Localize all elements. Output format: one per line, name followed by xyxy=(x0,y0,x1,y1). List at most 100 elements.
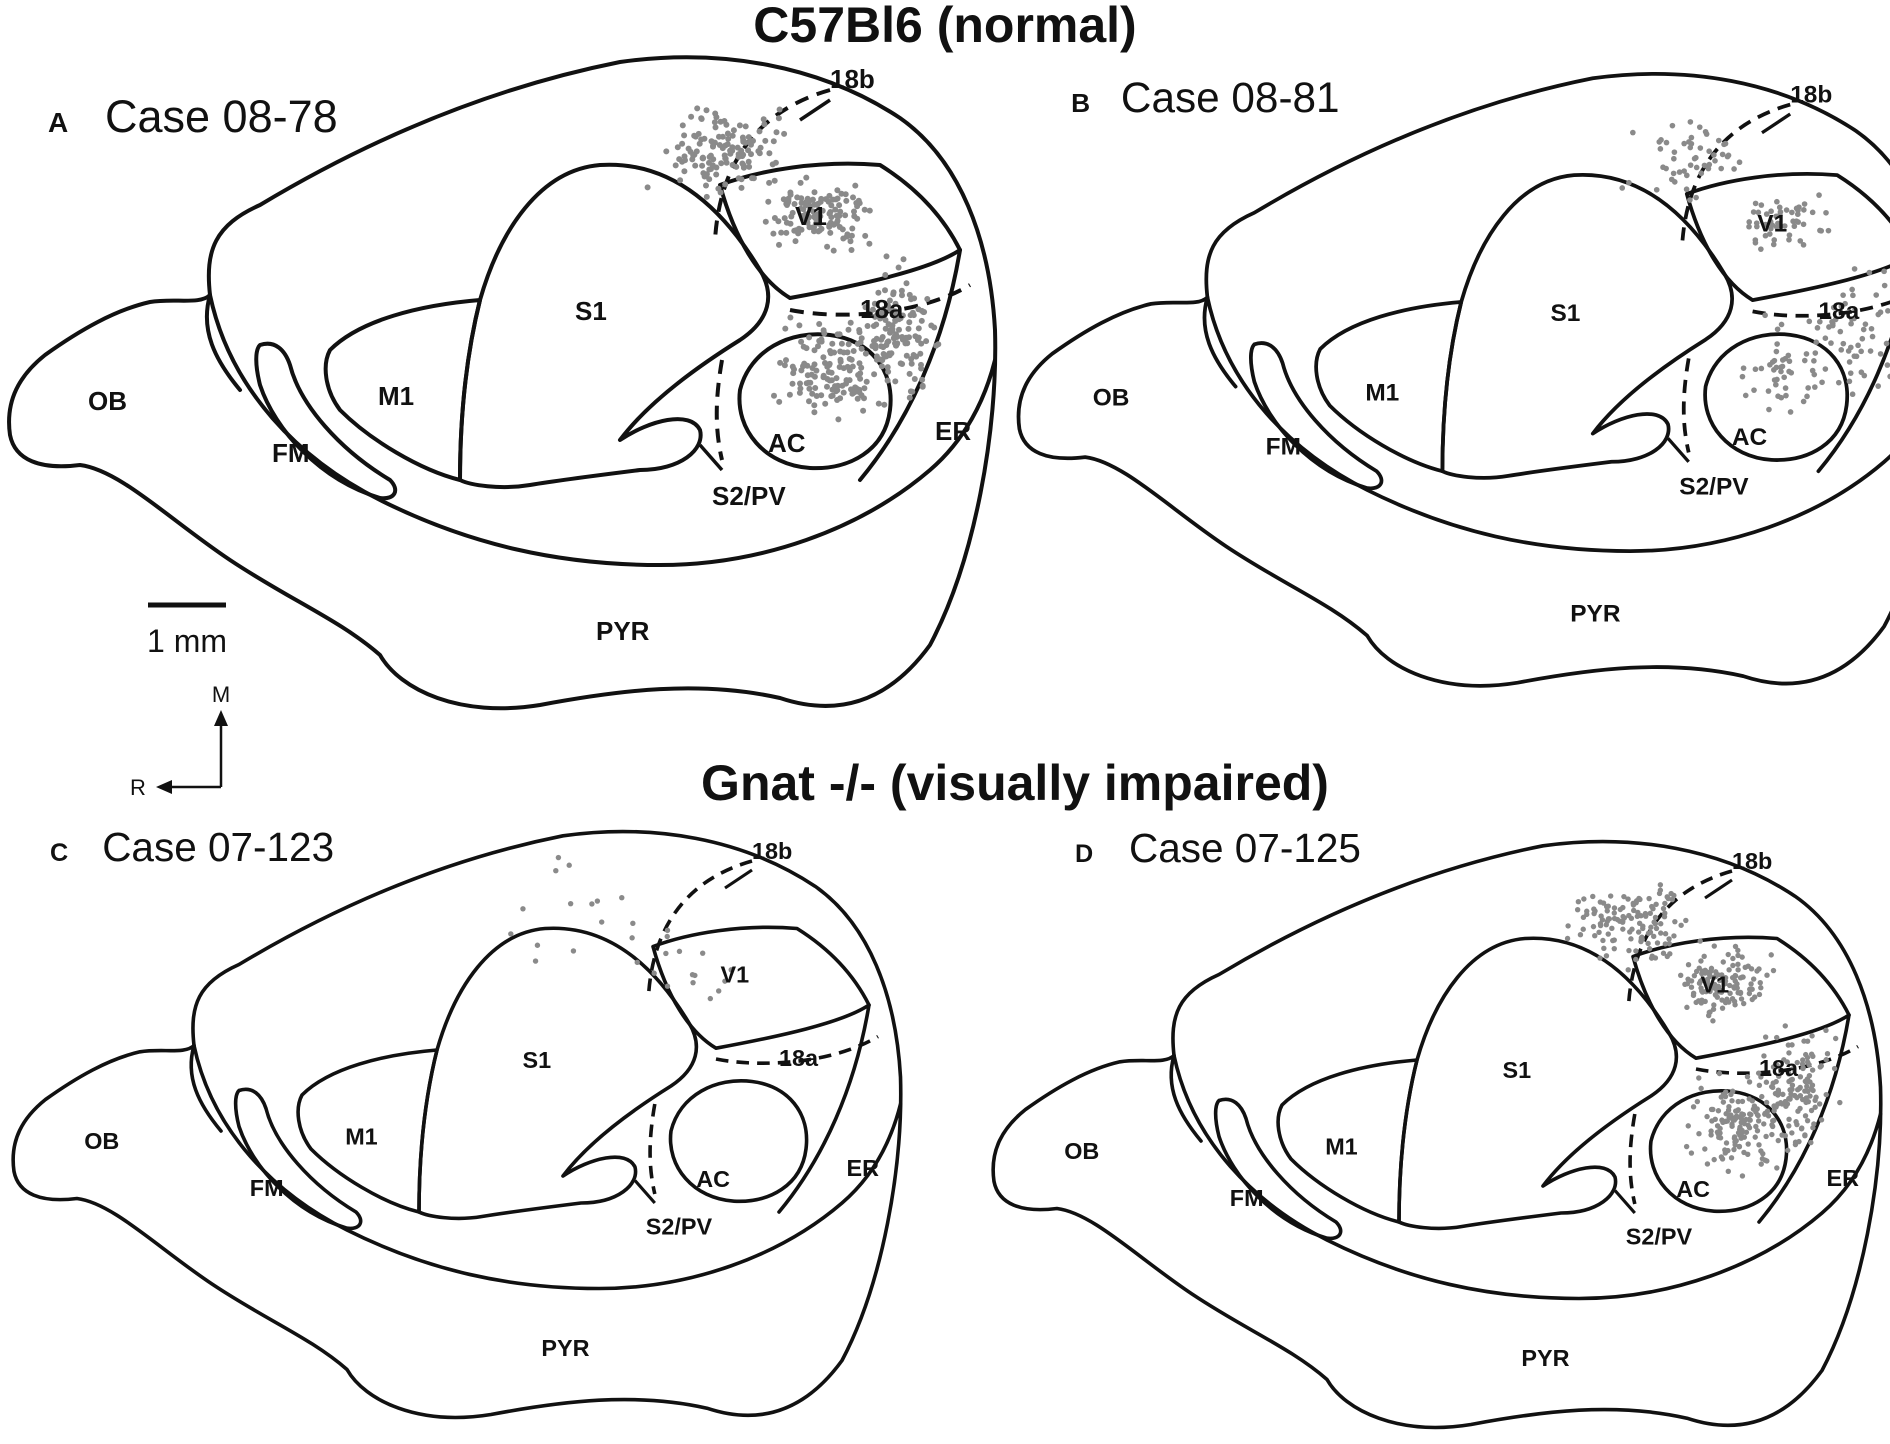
labeled-cell-dot xyxy=(1755,1118,1762,1124)
labeled-cell-dot xyxy=(1789,209,1795,216)
labeled-cell-dot xyxy=(1652,914,1659,921)
labeled-cell-dot xyxy=(854,395,861,402)
labeled-cell-dot xyxy=(630,920,636,926)
labeled-cell-dot xyxy=(811,347,818,354)
labeled-cell-dot xyxy=(706,154,713,160)
labeled-cell-dot xyxy=(762,137,769,144)
labeled-cell-dot xyxy=(866,207,873,214)
labeled-cell-dot xyxy=(696,140,703,147)
labeled-cell-dot xyxy=(1620,904,1626,911)
labeled-cell-dot xyxy=(1698,1085,1704,1092)
dashed-18a-boundary xyxy=(1695,1044,1859,1075)
labeled-cell-dot xyxy=(773,129,780,136)
er-boundary xyxy=(1816,336,1890,474)
labeled-cell-dot xyxy=(1771,357,1778,364)
labeled-cell-dot xyxy=(797,205,804,212)
labeled-cell-dot xyxy=(1691,972,1698,979)
labeled-cell-dot xyxy=(1565,923,1571,929)
labeled-cell-dot xyxy=(688,113,695,120)
orientation-compass: M R xyxy=(130,682,230,800)
labeled-cell-dot xyxy=(826,222,833,228)
labeled-cell-dot xyxy=(907,388,914,395)
labeled-cell-dot xyxy=(746,163,753,170)
labeled-cell-dot xyxy=(589,901,595,907)
fm-area xyxy=(1213,1097,1343,1241)
labeled-cell-dot xyxy=(1696,1131,1702,1137)
labeled-cell-dot xyxy=(1741,1000,1747,1007)
labeled-cell-dot xyxy=(1596,929,1602,935)
labeled-cell-dot xyxy=(1724,153,1731,160)
labeled-cell-dot xyxy=(789,363,796,370)
labeled-cell-dot xyxy=(1765,388,1772,394)
labeled-cell-dot xyxy=(807,379,814,386)
labeled-cell-dot xyxy=(1621,893,1627,900)
labeled-cell-dot xyxy=(1750,976,1757,982)
labeled-cell-dot xyxy=(1791,223,1798,230)
labeled-cell-dot xyxy=(1706,972,1713,978)
labeled-cell-dot xyxy=(777,359,784,366)
labeled-cell-dot xyxy=(1746,990,1753,997)
labeled-cell-dot xyxy=(848,247,855,253)
labeled-cell-dot xyxy=(1775,1087,1782,1093)
er-boundary xyxy=(858,248,962,482)
labeled-cell-dot xyxy=(742,123,749,130)
labeled-cell-dot xyxy=(1619,185,1626,191)
labeled-cell-dot xyxy=(1649,953,1655,959)
labeled-cell-dot xyxy=(1666,936,1672,942)
labeled-cell-dot xyxy=(1746,1125,1753,1131)
labeled-cell-dot xyxy=(837,358,844,365)
labeled-cell-dot xyxy=(698,116,705,122)
scale-bar: 1 mm xyxy=(147,602,227,659)
hemisphere-outline xyxy=(7,55,998,711)
labeled-cell-dot xyxy=(750,175,757,182)
labeled-cell-dot xyxy=(917,350,924,357)
region-label-v1: V1 xyxy=(1701,972,1730,998)
labeled-cell-dot xyxy=(699,154,706,161)
labeled-cell-dot xyxy=(889,327,896,334)
labeled-cell-dot xyxy=(703,107,710,114)
labeled-cell-dot xyxy=(1746,219,1753,225)
labeled-cell-dot xyxy=(1693,194,1699,201)
labeled-cell-dot xyxy=(1681,168,1687,174)
labeled-cell-dot xyxy=(775,115,782,122)
labeled-cell-dot xyxy=(1574,907,1581,913)
v1-area xyxy=(651,925,871,1051)
ac-area xyxy=(1703,332,1850,462)
labeled-cell-dot xyxy=(1735,1098,1741,1105)
labeled-cell-dot xyxy=(719,145,726,152)
labeled-cells xyxy=(508,854,734,1002)
labeled-cell-dot xyxy=(555,854,562,861)
labeled-cell-dot xyxy=(1767,361,1773,368)
labeled-cell-dot xyxy=(1802,1113,1809,1119)
arrow-up-icon xyxy=(214,710,228,726)
region-label-ac: AC xyxy=(1732,424,1767,451)
region-label-er: ER xyxy=(1827,1165,1860,1191)
labeled-cell-dot xyxy=(1728,1091,1734,1098)
labeled-cell-dot xyxy=(839,226,846,233)
labeled-cell-dot xyxy=(1620,918,1626,924)
labeled-cell-dot xyxy=(1768,225,1774,232)
labeled-cell-dot xyxy=(857,370,864,377)
labeled-cell-dot xyxy=(689,156,696,163)
labeled-cell-dot xyxy=(1691,155,1698,162)
labeled-cell-dot xyxy=(1638,938,1644,945)
labeled-cell-dot xyxy=(852,182,859,189)
labeled-cell-dot xyxy=(534,942,541,948)
labeled-cell-dot xyxy=(1741,1134,1748,1140)
labeled-cell-dot xyxy=(919,376,926,383)
labeled-cell-dot xyxy=(1766,231,1773,237)
labeled-cell-dot xyxy=(1754,223,1760,230)
labeled-cell-dot xyxy=(1838,347,1845,353)
labeled-cell-dot xyxy=(1823,1057,1829,1063)
labeled-cell-dot xyxy=(695,130,702,137)
labeled-cell-dot xyxy=(1743,1116,1749,1123)
labeled-cell-dot xyxy=(1791,1066,1797,1072)
labeled-cell-dot xyxy=(1877,309,1884,316)
labeled-cell-dot xyxy=(813,220,820,227)
labeled-cell-dot xyxy=(892,300,899,307)
labeled-cell-dot xyxy=(1809,1033,1815,1039)
region-label-18b: 18b xyxy=(752,838,792,864)
labeled-cell-dot xyxy=(810,208,817,215)
labeled-cell-dot xyxy=(1597,922,1604,929)
labeled-cell-dot xyxy=(915,325,922,332)
